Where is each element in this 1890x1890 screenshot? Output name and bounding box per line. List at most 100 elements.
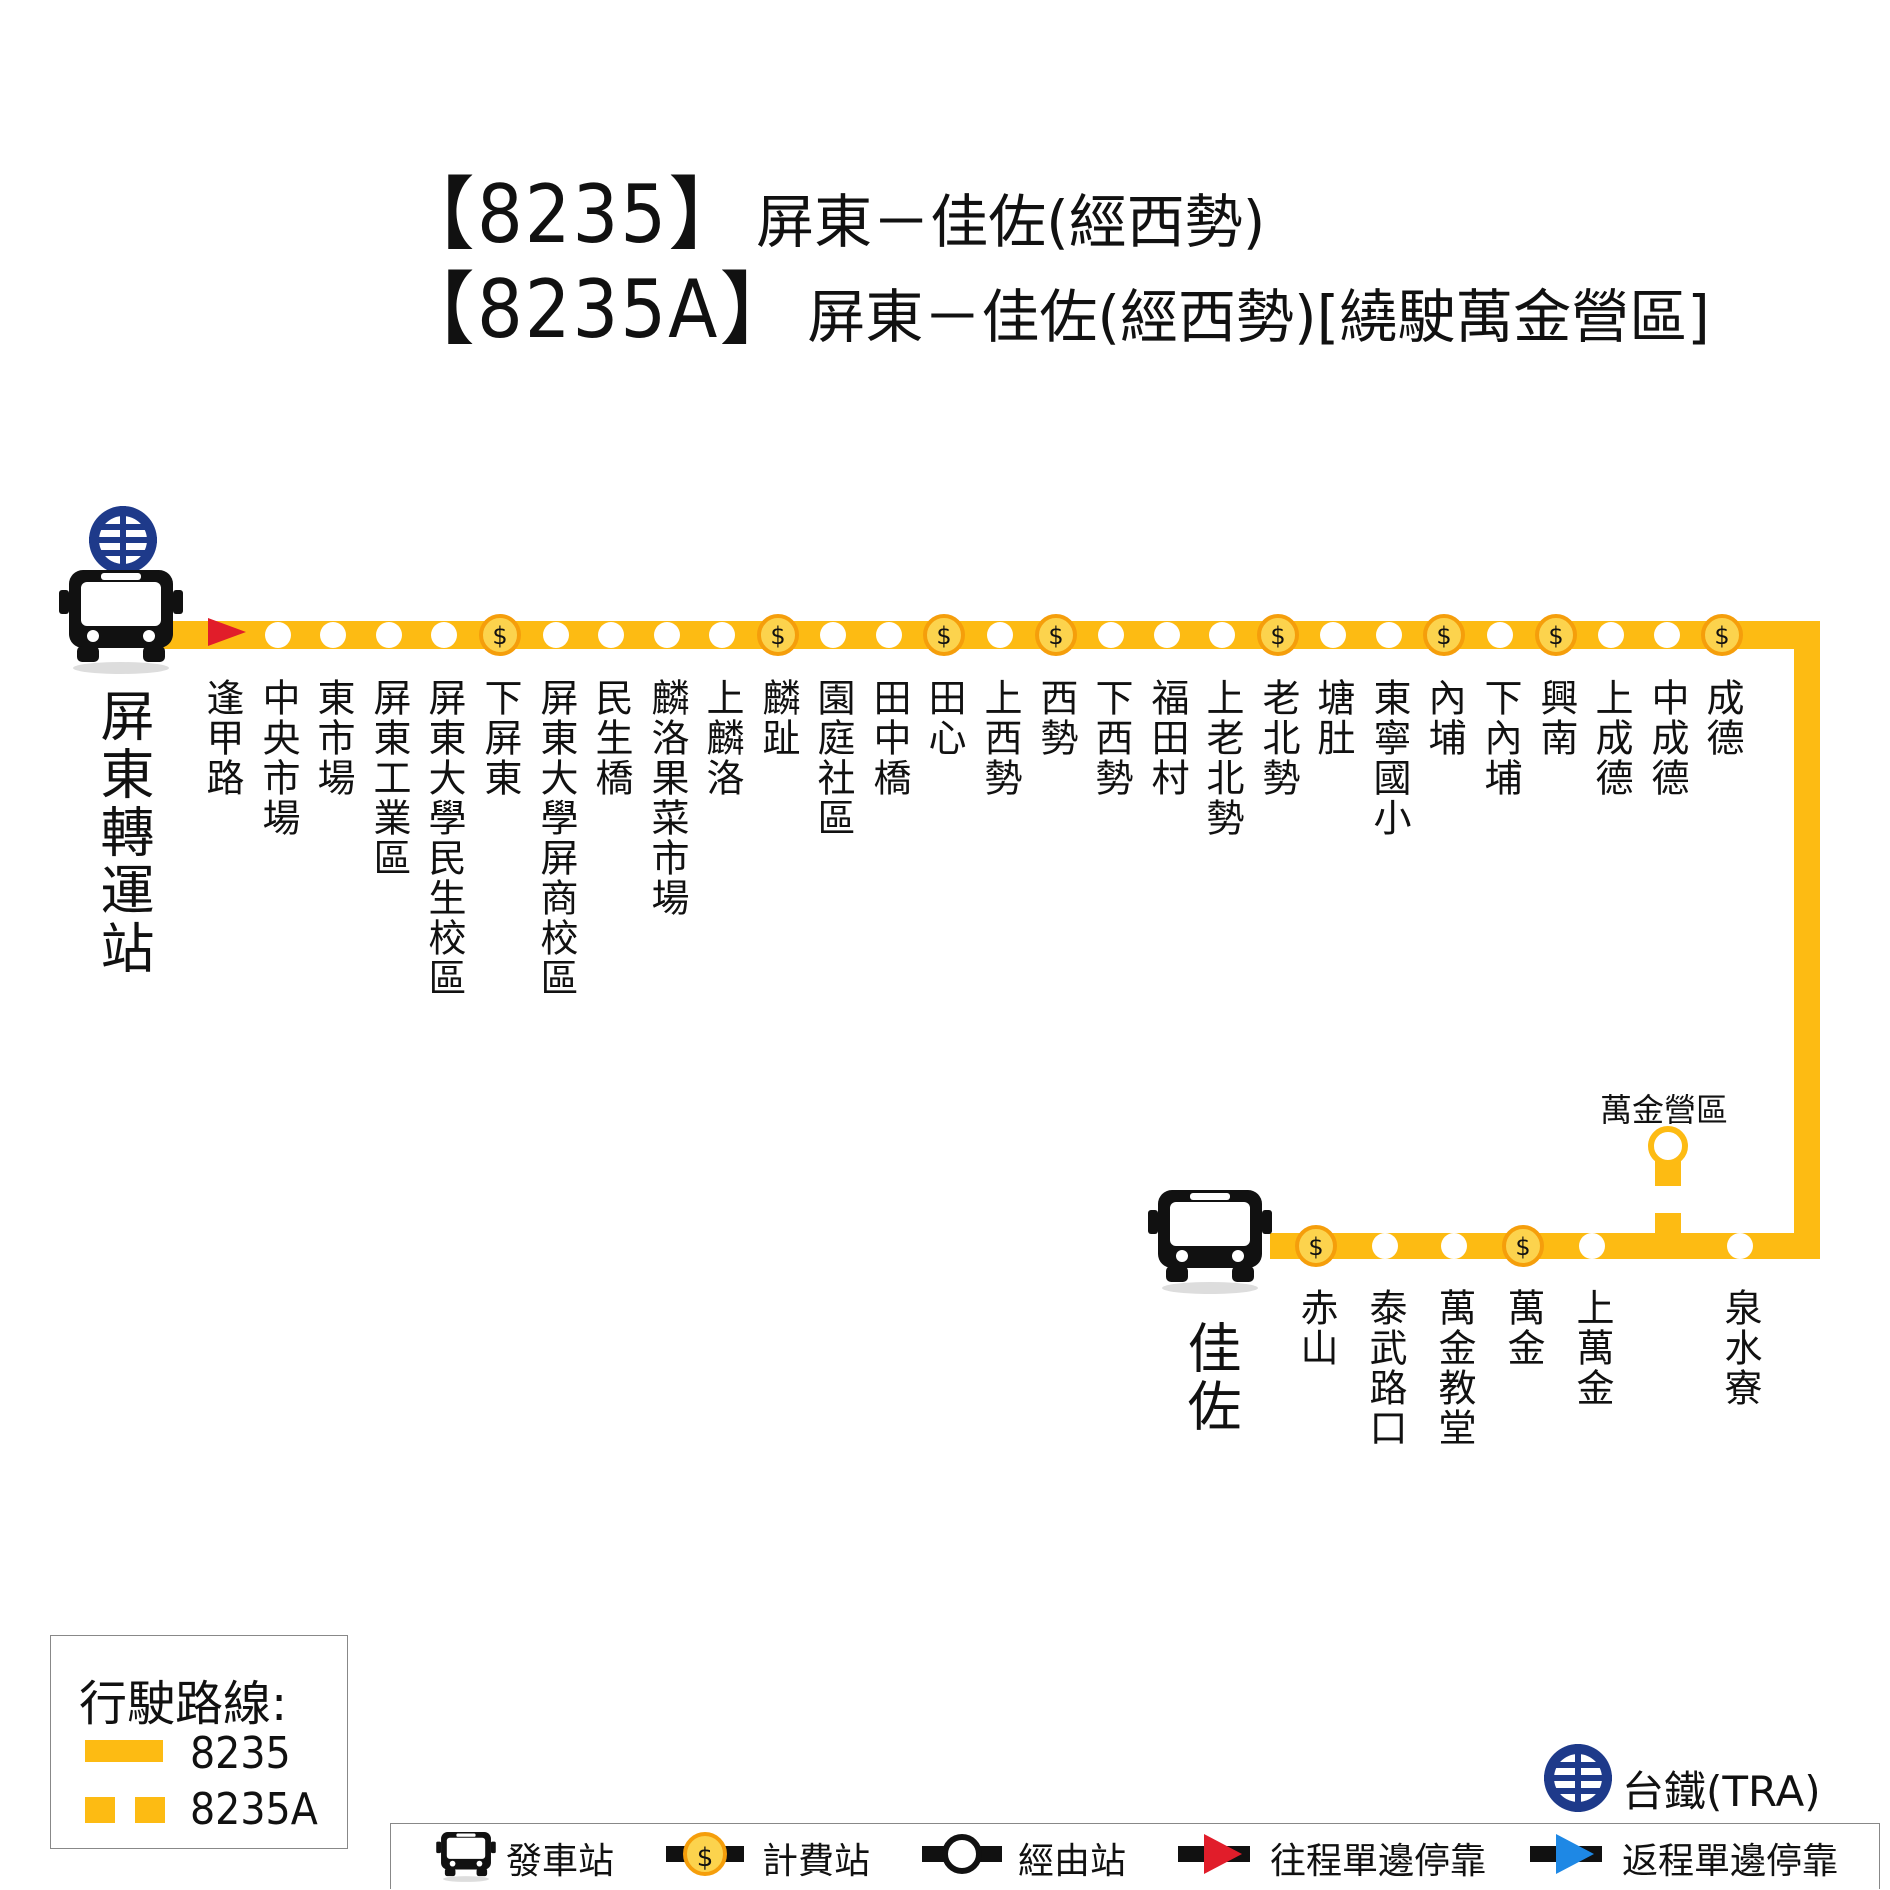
upper-via-stop-marker <box>1376 622 1402 648</box>
stop-label: 中成德 <box>1645 678 1689 798</box>
stop-label: 泰武路口 <box>1363 1288 1407 1448</box>
start-terminal-label: 屏東轉運站 <box>91 688 154 978</box>
upper-via-stop-marker <box>543 622 569 648</box>
upper-via-stop-marker <box>1598 622 1624 648</box>
dollar-icon: $ <box>936 622 951 650</box>
outbound-one-side-arrow-icon <box>208 618 246 646</box>
upper-via-stop-marker <box>376 622 402 648</box>
svg-text:$: $ <box>697 1843 714 1873</box>
lower-via-stop-marker <box>1372 1233 1398 1259</box>
stop-label: 麟趾 <box>756 678 800 758</box>
stop-label: 福田村 <box>1145 678 1189 798</box>
stop-label: 民生橋 <box>589 678 633 798</box>
stop-label: 上西勢 <box>978 678 1022 798</box>
stop-label: 赤山 <box>1294 1288 1338 1368</box>
route-name: 屏東－佳佐(經西勢) <box>756 188 1266 256</box>
symbol-key <box>390 1823 1880 1889</box>
key-via-icon <box>922 1834 1002 1874</box>
branch-stop-marker <box>1648 1126 1688 1166</box>
stop-label: 上老北勢 <box>1200 678 1244 838</box>
stop-label: 泉水寮 <box>1718 1288 1762 1408</box>
stop-label: 東市場 <box>311 678 355 798</box>
route-name: 屏東－佳佐(經西勢)[繞駛萬金營區] <box>807 283 1710 351</box>
dollar-icon: $ <box>1436 622 1451 650</box>
tra-label: 台鐵(TRA) <box>1622 1767 1821 1816</box>
end-terminal-label: 佳佐 <box>1178 1320 1241 1436</box>
stop-label: 下屏東 <box>478 678 522 798</box>
upper-via-stop-marker <box>598 622 624 648</box>
legend-label-8235a: 8235A <box>190 1784 318 1835</box>
route-code: 【8235A】 <box>395 263 802 356</box>
stop-label: 園庭社區 <box>811 678 855 838</box>
upper-via-stop-marker <box>265 622 291 648</box>
upper-fare-stop-marker <box>757 614 799 656</box>
stop-label: 萬金教堂 <box>1432 1288 1476 1448</box>
key-fare-icon: $ <box>666 1832 744 1876</box>
dollar-icon: $ <box>1548 622 1563 650</box>
stop-label: 老北勢 <box>1256 678 1300 798</box>
upper-via-stop-marker <box>654 622 680 648</box>
start-terminal-bus-icon <box>59 570 183 674</box>
lower-via-stop-marker <box>1441 1233 1467 1259</box>
route-title-8235a: 【8235A】 屏東－佳佐(經西勢)[繞駛萬金營區] <box>395 245 1710 361</box>
upper-via-stop-marker <box>1654 622 1680 648</box>
upper-via-stop-marker <box>1320 622 1346 648</box>
upper-fare-stop-marker <box>1423 614 1465 656</box>
upper-fare-stop-marker <box>1257 614 1299 656</box>
stop-label: 上成德 <box>1589 678 1633 798</box>
stop-label: 田中橋 <box>867 678 911 798</box>
stop-label: 田心 <box>922 678 966 758</box>
upper-via-stop-marker <box>987 622 1013 648</box>
stop-label: 成德 <box>1700 678 1744 758</box>
upper-fare-stop-marker <box>1035 614 1077 656</box>
stop-label: 上萬金 <box>1570 1288 1614 1408</box>
key-return-arrow-icon <box>1530 1834 1602 1874</box>
lower-via-stop-marker <box>1579 1233 1605 1259</box>
key-via-label: 經由站 <box>1018 1841 1127 1882</box>
stop-label: 內埔 <box>1422 678 1466 758</box>
dollar-icon: $ <box>1515 1233 1530 1261</box>
dollar-icon: $ <box>1308 1233 1323 1261</box>
legend-title: 行駛路線: <box>79 1676 288 1732</box>
stop-label: 屏東大學民生校區 <box>422 678 466 998</box>
key-outbound-arrow-icon <box>1178 1834 1250 1874</box>
stop-label: 上麟洛 <box>700 678 744 798</box>
legend-dashed-swatch-a <box>85 1797 115 1823</box>
route-code: 【8235】 <box>395 168 751 261</box>
end-terminal-bus-icon <box>1148 1190 1272 1294</box>
route-legend: 行駛路線: <box>50 1635 348 1849</box>
lower-via-stop-marker <box>1727 1233 1753 1259</box>
stop-label: 中央市場 <box>256 678 300 838</box>
legend-solid-swatch <box>85 1740 163 1762</box>
dollar-icon: $ <box>1270 622 1285 650</box>
key-terminal-label: 發車站 <box>506 1841 615 1882</box>
upper-fare-stop-marker <box>1701 614 1743 656</box>
upper-via-stop-marker <box>876 622 902 648</box>
upper-via-stop-marker <box>1209 622 1235 648</box>
stop-label: 下內埔 <box>1478 678 1522 798</box>
lower-fare-stop-marker <box>1502 1225 1544 1267</box>
legend-label-8235: 8235 <box>190 1728 291 1779</box>
legend-dashed-swatch-b <box>135 1797 165 1823</box>
upper-fare-stop-marker <box>1535 614 1577 656</box>
stop-label: 屏東工業區 <box>367 678 411 878</box>
upper-via-stop-marker <box>320 622 346 648</box>
stop-label: 東寧國小 <box>1367 678 1411 838</box>
key-outbound-label: 往程單邊停靠 <box>1270 1841 1487 1882</box>
key-return-label: 返程單邊停靠 <box>1622 1841 1839 1882</box>
lower-fare-stop-marker <box>1295 1225 1337 1267</box>
upper-via-stop-marker <box>1098 622 1124 648</box>
stop-label: 屏東大學屏商校區 <box>534 678 578 998</box>
tra-legend-logo-icon <box>1544 1744 1612 1812</box>
dollar-icon: $ <box>492 622 507 650</box>
stop-label: 西勢 <box>1034 678 1078 758</box>
route-title-8235: 【8235】 屏東－佳佐(經西勢) <box>395 150 1265 266</box>
stop-label: 麟洛果菜市場 <box>645 678 689 918</box>
upper-via-stop-marker <box>1154 622 1180 648</box>
dollar-icon: $ <box>1714 622 1729 650</box>
upper-via-stop-marker <box>1487 622 1513 648</box>
upper-fare-stop-marker <box>923 614 965 656</box>
upper-via-stop-marker <box>431 622 457 648</box>
